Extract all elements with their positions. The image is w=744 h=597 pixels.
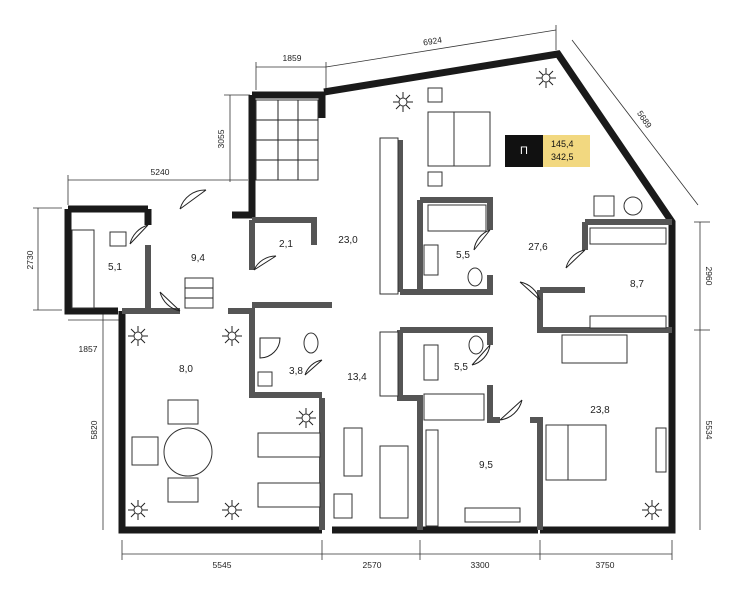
dimension-label: 5820 [89, 420, 99, 439]
lounger-1 [257, 432, 321, 458]
room-area-label: 23,0 [338, 235, 358, 246]
wardrobe-right [589, 227, 667, 245]
wardrobe-bottom [425, 429, 439, 527]
room-area-label: 23,8 [590, 405, 610, 416]
lounger-2 [257, 482, 321, 508]
plant-icon [536, 68, 556, 88]
dimension-lines [33, 25, 710, 560]
plant-icon [222, 326, 242, 346]
staircase [184, 99, 319, 309]
bathtub-2 [423, 393, 485, 421]
treadmill [379, 445, 409, 519]
dimension-label: 3750 [596, 560, 615, 570]
doors [129, 189, 586, 421]
room-area-label: 9,5 [479, 460, 493, 471]
room-area-label: 5,5 [454, 362, 468, 373]
furniture [71, 87, 667, 527]
plant-icon [642, 500, 662, 520]
dimension-label: 3055 [216, 129, 226, 148]
dimension-label: 5240 [151, 167, 170, 177]
room-area-label: 3,8 [289, 366, 303, 377]
dimension-labels: 1859 6924 5689 3055 5240 2730 1857 2960 … [25, 35, 714, 570]
plant-icon [296, 408, 316, 428]
room-area-label: 5,5 [456, 250, 470, 261]
area-badge: П 145,4 342,5 [505, 135, 590, 167]
room-labels: 5,1 9,4 2,1 23,0 5,5 27,6 8,7 8,0 3,8 13… [108, 235, 644, 471]
room-area-label: 27,6 [528, 242, 548, 253]
badge-value-bottom: 342,5 [551, 152, 574, 162]
dimension-label: 2730 [25, 250, 35, 269]
bench [343, 427, 363, 477]
sauna-bench [71, 229, 95, 309]
wardrobe-right-2 [589, 315, 667, 329]
plant-icon [128, 326, 148, 346]
round-table [163, 427, 213, 477]
dimension-label: 5534 [704, 421, 714, 440]
dimension-label: 2570 [363, 560, 382, 570]
dimension-label: 5545 [213, 560, 232, 570]
dimension-label: 6924 [422, 35, 443, 48]
interior-walls [122, 140, 672, 530]
room-area-label: 9,4 [191, 253, 205, 264]
room-area-label: 2,1 [279, 239, 293, 250]
plant-icons [128, 68, 662, 520]
plant-icon [222, 500, 242, 520]
badge-value-top: 145,4 [551, 139, 574, 149]
dimension-label: 1859 [283, 53, 302, 63]
room-area-label: 13,4 [347, 372, 367, 383]
desk [464, 507, 521, 523]
badge-values: 145,4 342,5 [543, 135, 590, 167]
dimension-label: 3300 [471, 560, 490, 570]
wardrobe-left [379, 137, 399, 295]
sofa [561, 334, 628, 364]
dimension-label: 1857 [79, 344, 98, 354]
bathtub-1 [427, 204, 487, 232]
plant-icon [393, 92, 413, 112]
room-area-label: 5,1 [108, 262, 122, 273]
wardrobe-small [379, 331, 399, 397]
dimension-label: 2960 [704, 267, 714, 286]
badge-tag: П [505, 135, 543, 167]
plant-icon [128, 500, 148, 520]
room-area-label: 8,7 [630, 279, 644, 290]
room-area-label: 8,0 [179, 364, 193, 375]
